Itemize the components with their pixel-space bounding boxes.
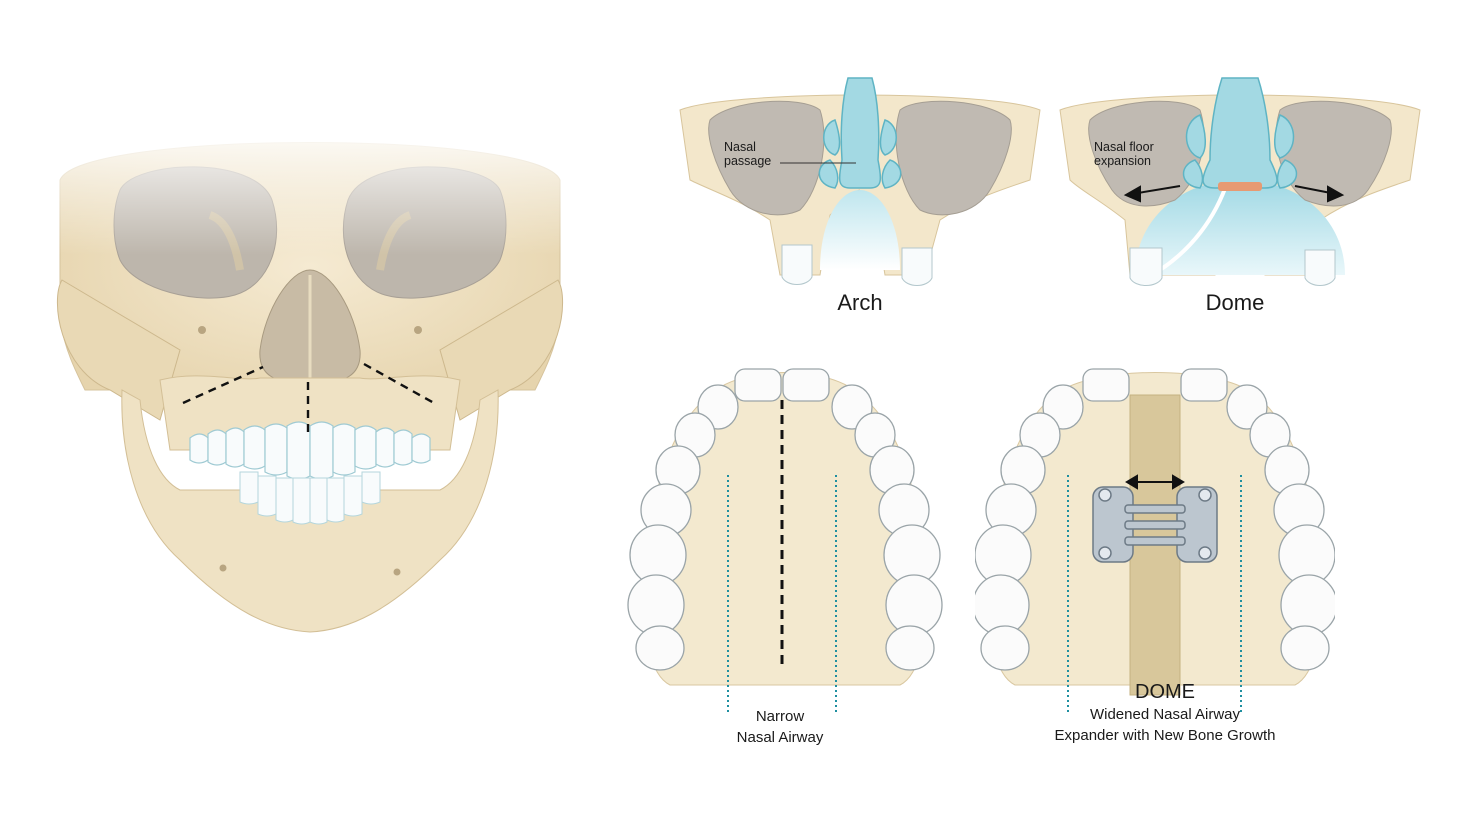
expansion-pad [1218,182,1262,191]
skull-svg [40,120,580,660]
dome-caption: DOME Widened Nasal Airway Expander with … [1010,680,1320,746]
nasal-passage [818,77,902,189]
widening-arrow [1125,474,1185,490]
widened-nasal-passage [1182,77,1298,189]
dome-caption-line1: Widened Nasal Airway [1089,706,1241,723]
nasal-passage-callout-line2: passage [724,154,772,168]
dome-cross-section [1050,70,1430,290]
arch-title: Arch [837,290,883,315]
narrow-caption-line2: Nasal Airway [736,729,824,746]
dome-palate-illustration [975,355,1335,715]
left-sinus [708,100,825,216]
skull-illustration [40,120,580,660]
nasal-floor-callout-line1: Nasal floor [1094,140,1154,154]
expansion-arrows [1123,185,1345,203]
dome-title: Dome [1205,290,1265,315]
dome-teeth [1129,247,1336,286]
arch-cross-section [670,70,1050,290]
dome-palate-svg [975,368,1335,715]
dome-caption-line2: Expander with New Bone Growth [1054,727,1276,744]
palatal-expander [1092,486,1218,563]
narrow-caption: Narrow Nasal Airway [700,706,860,748]
arch-svg [679,77,1041,286]
dome-upper-arch-teeth [975,368,1335,671]
dome-svg [1059,77,1421,286]
narrow-upper-arch-teeth [627,368,943,671]
nasal-floor-callout: Nasal floor expansion [1094,140,1154,168]
right-sinus [1275,100,1392,207]
narrow-palate-svg [627,368,943,713]
narrow-palate-illustration [620,355,950,715]
narrow-caption-line1: Narrow [755,708,805,725]
widened-airway-lines [1067,475,1242,715]
left-sinus [1088,100,1205,207]
arch-teeth [781,244,933,286]
nasal-passage-callout-line1: Nasal [724,140,756,154]
nasal-passage-callout: Nasal passage [724,140,771,168]
dome-caption-title: DOME [1135,681,1195,703]
right-sinus [895,100,1012,216]
nasal-floor-callout-line2: expansion [1094,154,1151,168]
